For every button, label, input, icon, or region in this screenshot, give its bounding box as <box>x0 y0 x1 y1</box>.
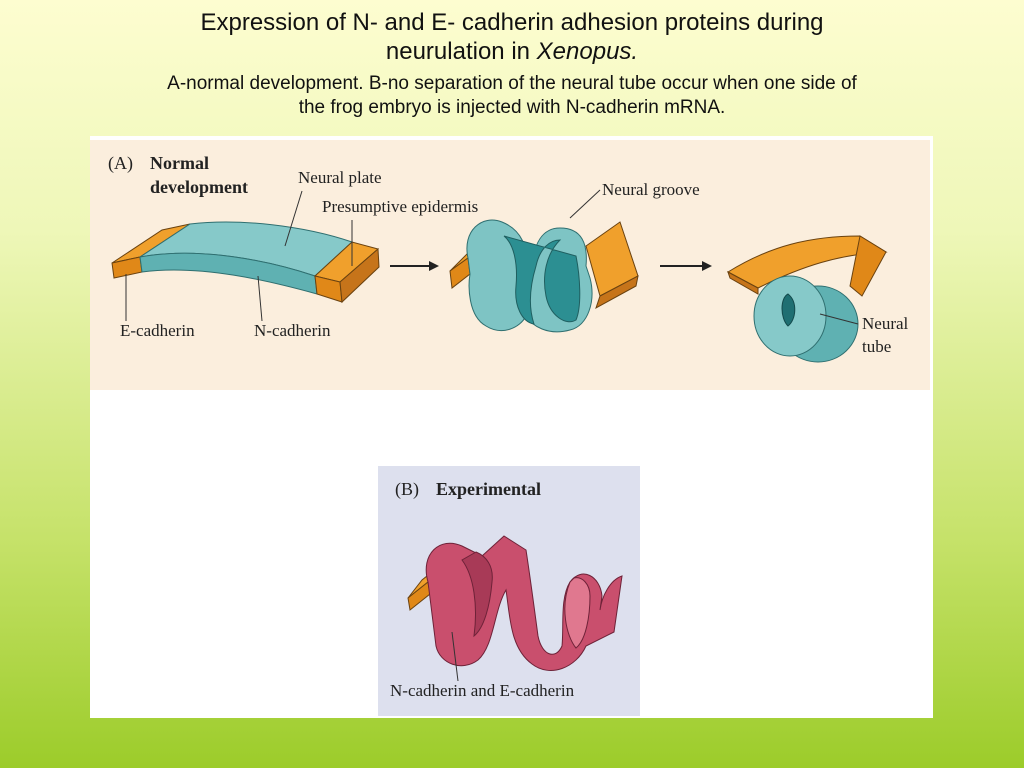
panel-b-heading: Experimental <box>436 479 541 499</box>
panel-a-heading-line-1: Normal <box>150 153 209 173</box>
leader-neural-groove <box>569 189 601 219</box>
leader-neural-tube <box>819 313 859 325</box>
label-neural-tube-line-2: tube <box>862 337 891 356</box>
neural-tube-lumen <box>781 293 796 327</box>
mixed-right-fold <box>564 577 591 649</box>
groove-e-cadherin-right-side <box>595 275 639 310</box>
leader-n-cadherin <box>257 275 263 322</box>
label-e-cadherin: E-cadherin <box>120 321 195 340</box>
caption-line-1: A-normal development. B-no separation of… <box>167 73 857 94</box>
leader-neural-plate <box>284 190 303 247</box>
mixed-inner-fold <box>461 551 493 638</box>
caption-line-2: the frog embryo is injected with N-cadhe… <box>298 97 726 118</box>
experimental-embryo <box>407 535 623 671</box>
epidermis-sheet-right <box>849 235 887 297</box>
figure-svg: (A) Normal development Neural plate Pres… <box>90 140 930 716</box>
label-mixed-cadherin: N-cadherin and E-cadherin <box>390 681 575 700</box>
panel-b-letter: (B) <box>395 479 419 500</box>
label-neural-plate: Neural plate <box>298 168 382 187</box>
label-n-cadherin: N-cadherin <box>254 321 331 340</box>
panel-a-letter: (A) <box>108 153 133 174</box>
label-neural-groove: Neural groove <box>602 180 700 199</box>
label-presumptive-epidermis: Presumptive epidermis <box>322 197 478 216</box>
panel-a-heading-line-2: development <box>150 177 248 197</box>
neural-plate-stage <box>111 221 380 304</box>
title-line-2-text: neurulation in <box>385 38 537 65</box>
label-neural-tube-line-1: Neural <box>862 314 909 333</box>
leader-mixed-cadherin <box>451 631 459 682</box>
groove-inner-dark <box>503 235 581 325</box>
slide-title: Expression of N- and E- cadherin adhesio… <box>0 8 1024 66</box>
neural-tube-stage <box>726 235 888 363</box>
neural-groove-stage <box>449 219 639 333</box>
epidermis-sheet-front <box>727 270 759 295</box>
slide-caption: A-normal development. B-no separation of… <box>0 72 1024 120</box>
species-name: Xenopus. <box>536 38 639 65</box>
title-line-2: neurulation in Xenopus. <box>0 37 1024 66</box>
e-cadherin-right-side <box>339 247 380 304</box>
title-line-1: Expression of N- and E- cadherin adhesio… <box>200 9 824 36</box>
figure-area: (A) Normal development Neural plate Pres… <box>90 136 933 718</box>
